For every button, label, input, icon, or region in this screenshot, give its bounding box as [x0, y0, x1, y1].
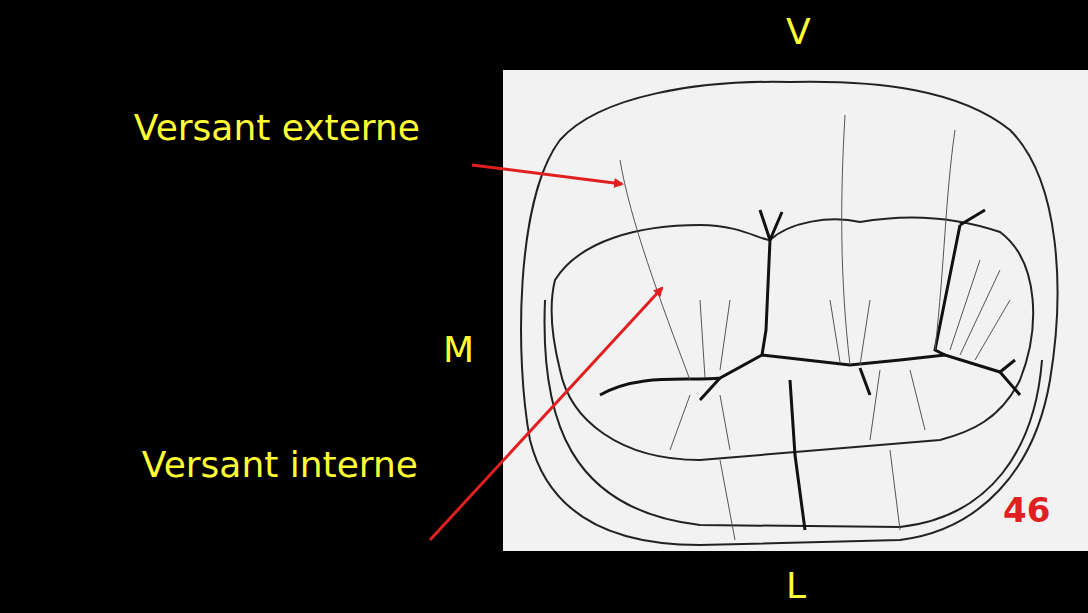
- ridges: [620, 115, 1010, 540]
- tooth-outline: [521, 82, 1057, 545]
- fissures: [600, 210, 1020, 530]
- orientation-label: L: [786, 566, 806, 606]
- image-panel: [503, 70, 1088, 551]
- part-label: Versant interne: [142, 445, 418, 485]
- leader-arrows: [430, 165, 662, 540]
- orientation-label: M: [443, 330, 474, 370]
- orientation-label: V: [786, 12, 811, 52]
- part-label: Versant externe: [134, 108, 420, 148]
- tooth-number: 46: [1003, 492, 1050, 529]
